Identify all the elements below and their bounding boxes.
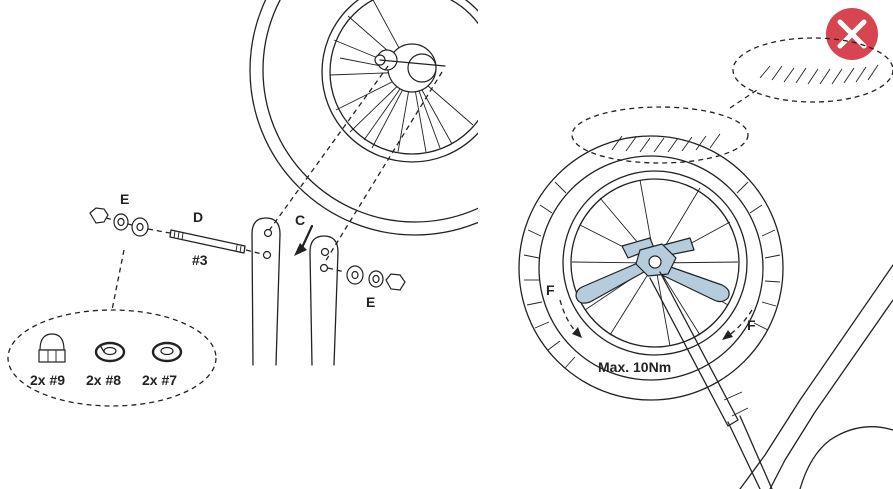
- right-tightening-illustration: F F Max. 10Nm: [518, 8, 893, 489]
- parts-callout: 2x #9 2x #8 2x #7: [7, 309, 217, 407]
- part-qty-flat-washer: 2x #7: [142, 372, 177, 388]
- fork-leg-left: [251, 217, 281, 366]
- left-assembly-illustration: C E D #3: [7, 0, 478, 407]
- washer-label-right: E: [366, 294, 375, 310]
- tire-detail-callout: [732, 37, 893, 103]
- axle-part-number: #3: [192, 252, 208, 268]
- part-qty-spring-washer: 2x #8: [86, 372, 121, 388]
- left-hardware: [89, 207, 171, 237]
- flat-washer-icon: [151, 341, 183, 363]
- washer-label-left: E: [120, 191, 129, 207]
- alignment-line-1: [267, 65, 389, 233]
- spring-washer-icon: [94, 341, 126, 363]
- alignment-line-2: [324, 71, 443, 263]
- tool-label-right: F: [747, 317, 756, 333]
- tire-tread: [523, 181, 781, 369]
- axle-label: D: [193, 209, 203, 225]
- rotation-arrow-right: [722, 309, 753, 340]
- rotation-arrow-left: [559, 299, 582, 338]
- right-hardware: [327, 265, 406, 291]
- fork-leg-right: [309, 235, 339, 366]
- torque-limit-label: Max. 10Nm: [598, 359, 671, 375]
- tire-callout: [571, 106, 749, 164]
- cap-nut-left: [89, 207, 109, 224]
- axle-rod: [169, 229, 263, 255]
- parts-leader-line: [111, 249, 125, 311]
- tire-tread-detail: [611, 64, 879, 153]
- wheel-hub: [374, 43, 446, 93]
- tool-label-left: F: [546, 282, 555, 298]
- error-x-icon: [826, 8, 878, 60]
- cap-nut-icon: [38, 333, 66, 363]
- part-qty-cap-nut: 2x #9: [30, 372, 65, 388]
- front-wheel: [249, 0, 478, 236]
- direction-label: C: [295, 212, 305, 228]
- torque-wrench: [635, 243, 773, 489]
- direction-arrow: [294, 224, 314, 256]
- bike-frame: [739, 264, 893, 489]
- cap-nut-right: [385, 273, 406, 291]
